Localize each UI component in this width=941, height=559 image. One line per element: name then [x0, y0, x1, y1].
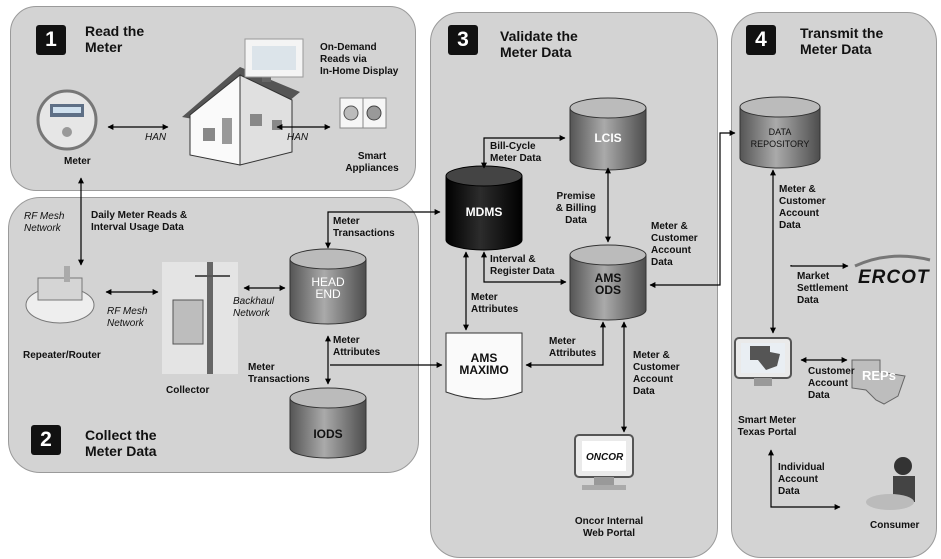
- han-right-label: HAN: [287, 132, 309, 143]
- customer-account-label: Customer Account Data: [808, 366, 855, 401]
- smt-portal-label: Smart Meter Texas Portal: [737, 415, 797, 438]
- meter-attributes-mdms-label: Meter Attributes: [471, 292, 519, 315]
- ercot-logo: ERCOT: [858, 267, 930, 288]
- iods-label: IODS: [313, 427, 343, 441]
- ams-maximo-label: AMS MAXIMO: [459, 351, 509, 377]
- step-3-title: Validate the Meter Data: [500, 28, 578, 60]
- data-repository-label: DATA REPOSITORY: [750, 127, 810, 149]
- step-3-badge: 3: [448, 25, 478, 55]
- ams-ods-cylinder: [569, 244, 647, 321]
- smt-monitor-icon: [734, 337, 792, 386]
- head-end-cylinder: [289, 248, 367, 325]
- rf-mesh-network-label-2: RF Mesh Network: [107, 306, 148, 329]
- backhaul-network-label: Backhaul Network: [233, 296, 275, 319]
- meter-attributes-headend-label: Meter Attributes: [333, 335, 381, 358]
- collector-label: Collector: [166, 385, 210, 396]
- ercot-swoosh: [854, 254, 931, 268]
- texas-map-icon: [851, 359, 906, 405]
- repeater-router-icon: [25, 266, 95, 324]
- reps-logo: REPs: [862, 368, 896, 383]
- step-4-badge: 4: [746, 25, 776, 55]
- step-2-title: Collect the Meter Data: [85, 427, 157, 459]
- head-end-label: HEAD END: [311, 275, 345, 301]
- step-1-badge: 1: [36, 25, 66, 55]
- collector-icon: [162, 262, 238, 374]
- in-home-display-icon: [244, 38, 304, 78]
- data-repository-cylinder: [739, 96, 821, 169]
- on-demand-label: On-Demand Reads via In-Home Display: [320, 42, 399, 77]
- daily-reads-label: Daily Meter Reads & Interval Usage Data: [91, 210, 188, 233]
- meter-customer-portal-label: Meter & Customer Account Data: [633, 350, 680, 397]
- han-left-label: HAN: [145, 132, 167, 143]
- smart-appliances-icon: [339, 97, 387, 129]
- meter-customer-repo-label: Meter & Customer Account Data: [779, 184, 826, 231]
- mdms-cylinder: [445, 165, 523, 251]
- oncor-portal-label: Oncor Internal Web Portal: [574, 516, 644, 539]
- oncor-monitor-icon: [574, 434, 634, 490]
- market-settlement-label: Market Settlement Data: [797, 271, 849, 306]
- bill-cycle-label: Bill-Cycle Meter Data: [490, 141, 542, 164]
- premise-billing-label: Premise & Billing Data: [555, 191, 597, 226]
- step-4-title: Transmit the Meter Data: [800, 25, 884, 57]
- repeater-router-label: Repeater/Router: [23, 350, 101, 361]
- step-2-badge: 2: [31, 425, 61, 455]
- step-1-title: Read the Meter: [85, 23, 145, 55]
- mdms-label: MDMS: [465, 205, 503, 219]
- smart-appliances-label: Smart Appliances: [345, 151, 399, 174]
- meter-transactions-bottom-label: Meter Transactions: [248, 362, 310, 385]
- house-icon: [182, 58, 300, 166]
- meter-transactions-top-label: Meter Transactions: [333, 216, 395, 239]
- ams-maximo-box: [445, 332, 523, 400]
- rf-mesh-network-label-1: RF Mesh Network: [24, 211, 65, 234]
- consumer-icon: [866, 457, 915, 510]
- iods-cylinder: [289, 387, 367, 459]
- interval-register-label: Interval & Register Data: [490, 254, 555, 277]
- ams-ods-label: AMS ODS: [594, 271, 622, 297]
- consumer-label: Consumer: [870, 520, 920, 531]
- meter-label: Meter: [64, 156, 91, 167]
- meter-attributes-maximo-label: Meter Attributes: [549, 336, 597, 359]
- individual-account-label: Individual Account Data: [778, 462, 825, 497]
- connectors: [78, 124, 849, 510]
- meter-icon: [36, 89, 98, 151]
- oncor-logo: ONCOR: [586, 452, 624, 463]
- meter-customer-ods-label: Meter & Customer Account Data: [651, 221, 698, 268]
- lcis-label: LCIS: [594, 131, 622, 145]
